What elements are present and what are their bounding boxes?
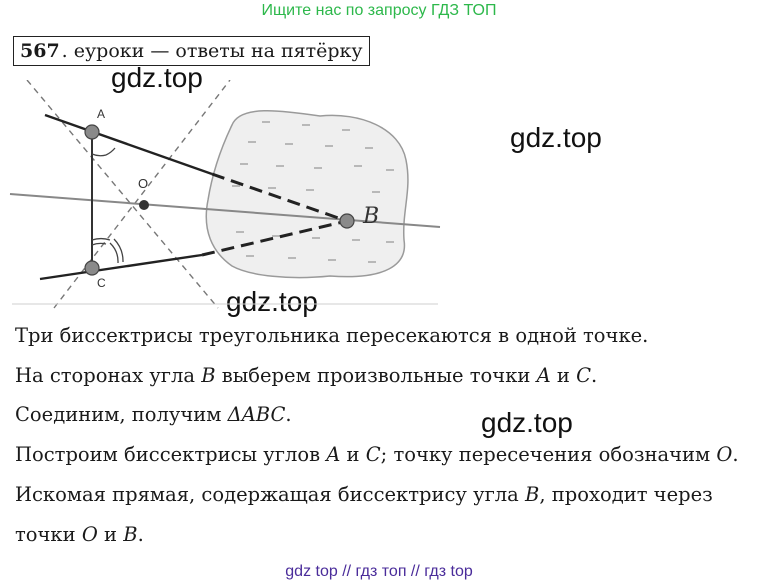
text: Искомая прямая, содержащая биссектрису у… (15, 483, 525, 506)
label-o: O (138, 176, 148, 191)
text: . (285, 403, 292, 426)
var: O (81, 523, 98, 546)
angle-arc-c (113, 238, 124, 263)
lake-shape (205, 109, 409, 279)
var: A (326, 443, 341, 466)
geometry-figure: A C O B (9, 80, 441, 309)
text: и (550, 364, 577, 387)
side-cb (39, 253, 203, 281)
var: C (576, 364, 591, 387)
side-ab (44, 113, 213, 176)
watermark: gdz.top (510, 122, 602, 153)
text: Соединим, получим (15, 403, 228, 426)
text: На сторонах угла (15, 364, 202, 387)
text: выберем произвольные точки (215, 364, 537, 387)
label-b: B (362, 204, 379, 229)
solution-line-2: На сторонах угла B выберем произвольные … (15, 364, 597, 387)
point-b-marker (339, 213, 355, 229)
watermark: gdz.top (481, 407, 573, 438)
task-title: . еуроки — ответы на пятёрку (61, 40, 363, 62)
var: C (365, 443, 381, 466)
solution-line-5: Искомая прямая, содержащая биссектрису у… (15, 483, 713, 506)
solution-line-6: точки O и B. (15, 523, 144, 546)
angle-arc-c (91, 238, 111, 241)
text: ; точку пересечения обозначим (380, 443, 717, 466)
point-o-marker (139, 200, 149, 210)
solution-line-3: Соединим, получим ΔABC. (15, 403, 292, 426)
solution-line-4: Построим биссектрисы углов A и C; точку … (15, 443, 739, 466)
var: B (201, 364, 216, 387)
point-c-marker (84, 260, 100, 276)
var: A (536, 364, 551, 387)
solution-line-1: Три биссектрисы треугольника пересекаютс… (15, 324, 649, 347)
text: . (137, 523, 144, 546)
var: B (525, 483, 540, 506)
bisector-a (26, 80, 219, 309)
top-banner: Ищите нас по запросу ГДЗ ТОП (261, 2, 497, 19)
lake-texture (232, 121, 394, 263)
angle-arc-a (105, 147, 116, 156)
label-c: C (97, 276, 106, 290)
watermark: gdz.top (226, 286, 318, 317)
footer-links: gdz top // гдз топ // гдз top (285, 563, 473, 580)
dashed-ab (211, 172, 348, 223)
text: точки (15, 523, 82, 546)
var: O (716, 443, 733, 466)
text: Построим биссектрисы углов (15, 443, 327, 466)
angle-arc-c (109, 242, 119, 264)
watermark: gdz.top (111, 62, 203, 93)
angle-arc-c (91, 242, 107, 246)
text: и (340, 443, 366, 466)
task-number: 567 (20, 40, 60, 62)
var: B (123, 523, 138, 546)
var: ΔABC (227, 403, 286, 426)
bisector-b-line (9, 193, 441, 228)
text: . (591, 364, 598, 387)
label-a: A (97, 107, 105, 121)
bisector-c (53, 80, 231, 309)
task-header: 567 . еуроки — ответы на пятёрку (13, 36, 370, 66)
text: и (97, 523, 124, 546)
point-a-marker (84, 124, 100, 140)
angle-arc-a (91, 153, 107, 157)
text: . (732, 443, 739, 466)
dashed-cb (201, 219, 348, 257)
text: , проходит через (539, 483, 713, 506)
